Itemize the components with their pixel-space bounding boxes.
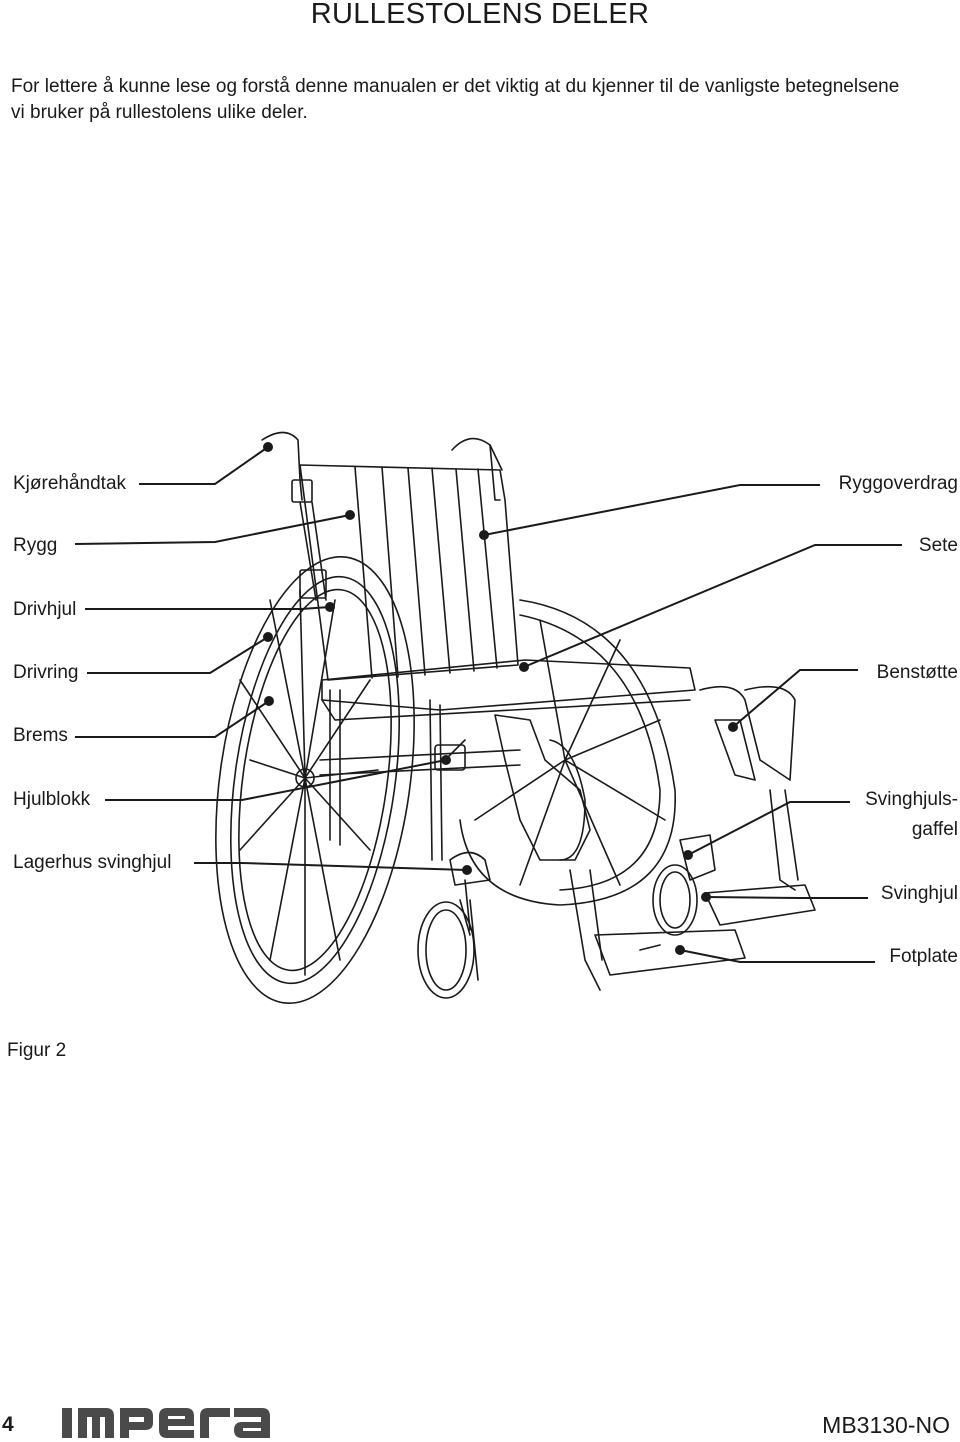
label-seat: Sete xyxy=(918,535,958,556)
label-backrest: Rygg xyxy=(13,535,58,556)
label-caster-fork-line1: Svinghjuls- xyxy=(865,789,958,810)
intro-paragraph: For lettere å kunne lese og forstå denne… xyxy=(11,76,900,123)
label-caster-wheel: Svinghjul xyxy=(880,883,958,904)
label-caster-fork-line2: gaffel xyxy=(911,819,958,840)
left-footplate xyxy=(594,929,746,976)
page-title: RULLESTOLENS DELER xyxy=(310,0,650,30)
impera-logo xyxy=(62,1408,270,1438)
figure-caption: Figur 2 xyxy=(7,1040,67,1061)
backrest-cover xyxy=(299,464,519,681)
label-caster-housing: Lagerhus svinghjul xyxy=(13,852,172,873)
hand-rim xyxy=(229,575,401,985)
page-number: 4 xyxy=(2,1413,14,1436)
label-drive-wheel: Drivhjul xyxy=(13,599,77,620)
drive-wheel xyxy=(215,555,415,1005)
label-brake: Brems xyxy=(13,725,68,746)
document-code: MB3130-NO xyxy=(822,1412,950,1438)
wheelchair-diagram xyxy=(74,431,902,1005)
label-wheel-block: Hjulblokk xyxy=(13,789,91,810)
label-leg-rest: Benstøtte xyxy=(876,662,958,683)
right-footplate xyxy=(704,884,816,926)
label-hand-rim: Drivring xyxy=(13,662,79,683)
label-backrest-cover: Ryggoverdrag xyxy=(838,473,958,494)
label-push-handle: Kjørehåndtak xyxy=(13,473,127,494)
label-footplate: Fotplate xyxy=(889,946,958,967)
